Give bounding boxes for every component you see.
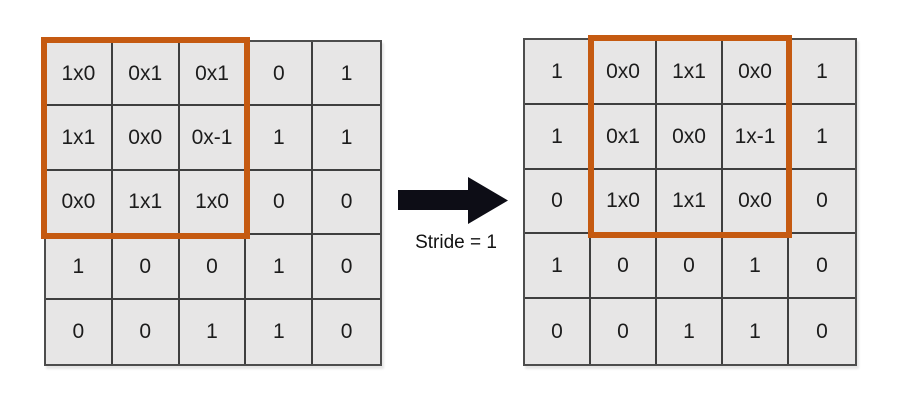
- grid-cell: 0x1: [591, 104, 657, 170]
- grid-cell: 0x0: [112, 106, 180, 171]
- grid-cell: 0: [789, 170, 855, 235]
- grid-cell: 1: [525, 234, 591, 300]
- grid-cell: 0x0: [723, 40, 789, 105]
- grid-cell: 0: [525, 169, 591, 235]
- grid-cell: 1: [789, 40, 855, 105]
- grid-cell: 1: [789, 105, 855, 170]
- grid-cell: 1x-1: [723, 104, 789, 170]
- grid-cell: 1x1: [112, 170, 180, 236]
- grid-cell: 1: [313, 42, 380, 107]
- grid-cell: 0: [313, 171, 380, 236]
- grid-cell: 1: [525, 40, 591, 105]
- grid-cell: 0x0: [657, 104, 723, 170]
- grid-cell: 1: [313, 106, 380, 171]
- grid-cell: 0: [591, 234, 657, 300]
- grid-cell: 1: [246, 235, 314, 300]
- grid-cell: 1: [723, 234, 789, 300]
- grid-cell: 0: [246, 170, 314, 236]
- grid-cell: 1: [723, 299, 789, 364]
- grid-cell: 0: [46, 299, 113, 364]
- grid-cell: 0: [525, 299, 591, 364]
- grid-cell: 1: [246, 299, 314, 364]
- grid-cell: 1x0: [591, 169, 657, 235]
- grid-cell: 1: [657, 299, 723, 364]
- grid-cell: 1x0: [179, 170, 247, 236]
- grid-cell: 0: [789, 234, 855, 300]
- grid-cell: 1: [180, 299, 247, 364]
- grid-cell: 0: [313, 235, 380, 300]
- grid-cell: 0x0: [46, 170, 113, 236]
- grid-cell: 0: [246, 42, 314, 107]
- grid-cell: 1x0: [46, 42, 113, 107]
- grid-cell: 1x1: [657, 40, 723, 105]
- right-arrow-icon: [398, 176, 508, 225]
- grid-cell: 0: [591, 299, 657, 364]
- grid-cell: 0x1: [112, 42, 180, 107]
- grid-cell: 0: [112, 235, 180, 300]
- grid-cell: 1: [525, 104, 591, 170]
- grid-cell: 0x0: [591, 40, 657, 105]
- grid-cell: 1: [246, 106, 314, 171]
- grid-cell: 1: [46, 235, 113, 300]
- stride-label: Stride = 1: [415, 232, 497, 253]
- grid-cell: 0: [657, 234, 723, 300]
- grid-cell: 0: [816, 320, 828, 344]
- grid-cell: 1x1: [657, 169, 723, 235]
- grid-cell: 0: [340, 320, 353, 344]
- grid-cell: 0: [113, 299, 180, 364]
- grid-cell: 0x1: [179, 42, 247, 107]
- grid-cell: 0: [179, 235, 247, 300]
- grid-cell: 0x0: [723, 169, 789, 235]
- grid-cell: 1x1: [46, 106, 113, 171]
- grid-cell: 0x-1: [179, 106, 247, 171]
